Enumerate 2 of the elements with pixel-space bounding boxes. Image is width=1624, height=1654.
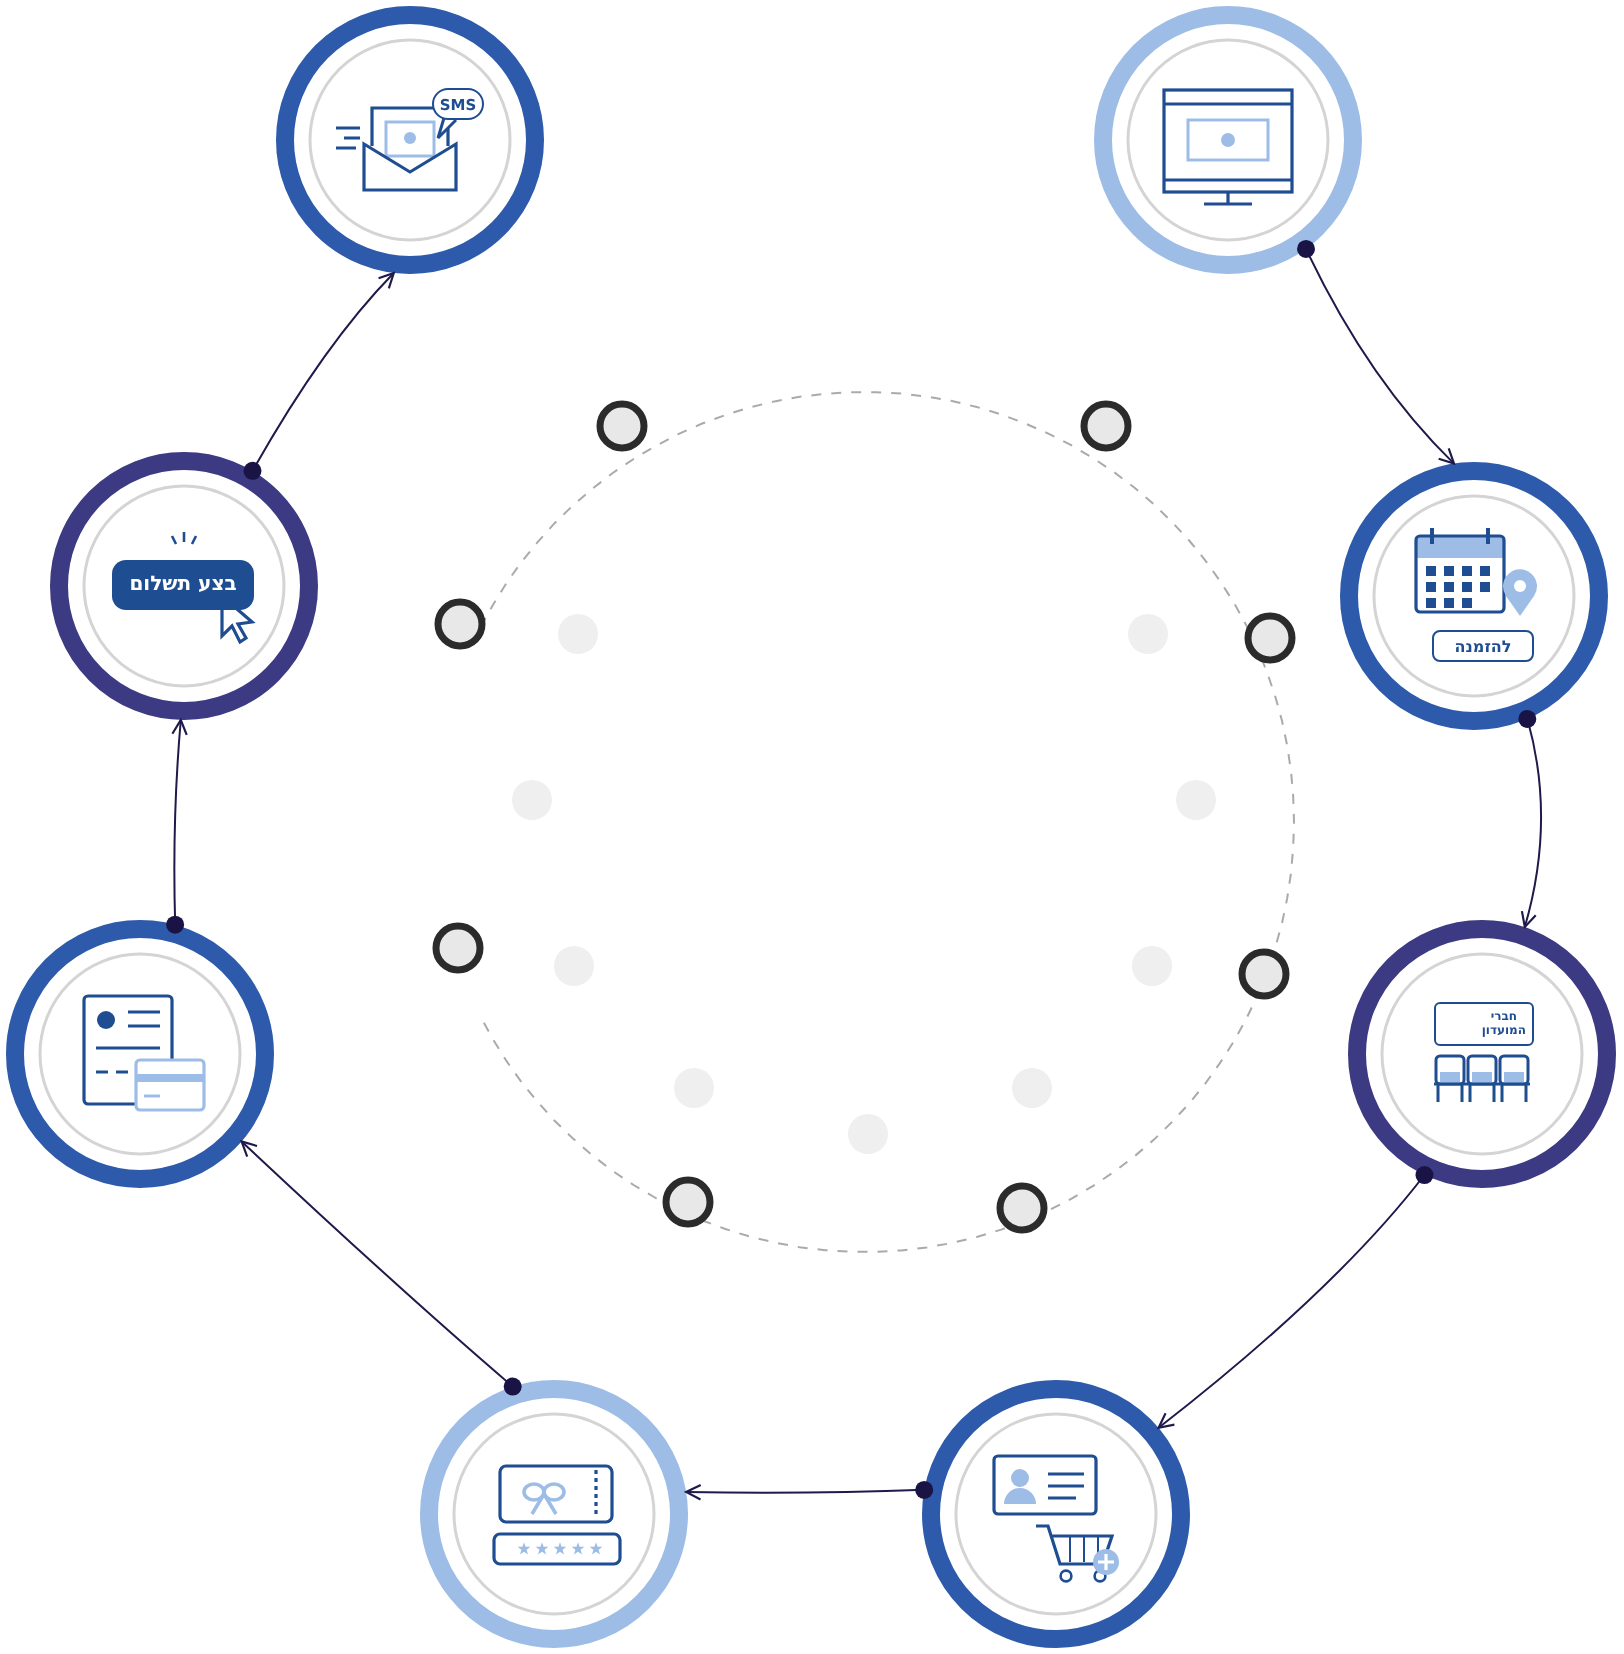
booking-label: להזמנה (1432, 630, 1534, 662)
pay-button: בצע תשלום (112, 560, 254, 610)
